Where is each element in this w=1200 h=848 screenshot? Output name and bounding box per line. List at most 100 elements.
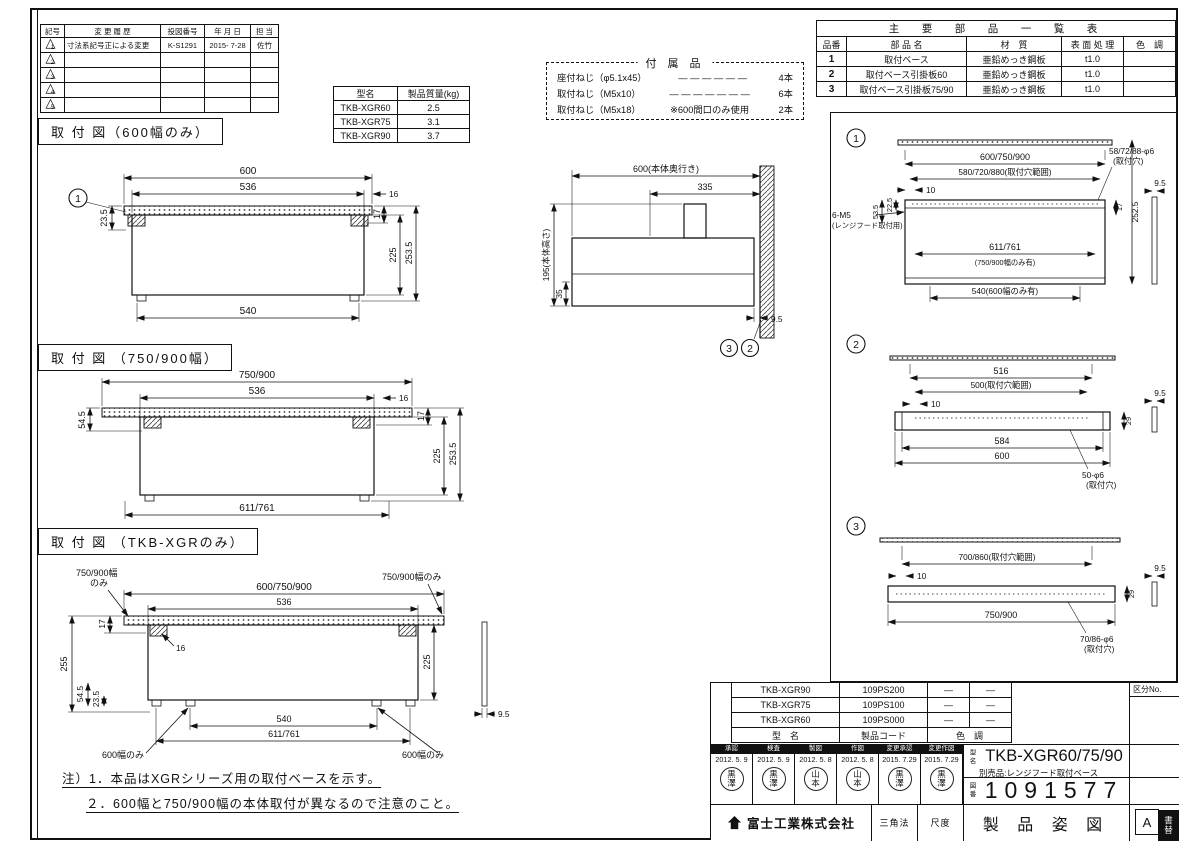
code-value: 109PS000 (839, 712, 928, 728)
approval-role: 検査 (753, 744, 794, 754)
seal-char: 山 (853, 769, 862, 779)
kubun-no-label: 区分No. (1129, 683, 1179, 697)
rev-col-desc: 変 更 履 歴 (64, 24, 161, 38)
accessory-item: 取付ねじ（M5x10）— — — — — — —6本 (557, 87, 793, 103)
part-name: 取付ベース引掛板60 (846, 66, 967, 82)
section-title-tkb-xgr: 取 付 図 （TKB-XGRのみ） (38, 528, 258, 555)
rev-col-date: 年 月 日 (204, 24, 251, 38)
dim-left-23-5: 23.5 (99, 209, 109, 227)
approval-date: 2012. 5. 8 (799, 755, 832, 764)
revision-by (250, 67, 279, 83)
revision-date (204, 52, 251, 68)
mass-model: TKB-XGR90 (333, 128, 398, 143)
seal-char: 本 (811, 778, 820, 788)
part-no: 2 (816, 66, 847, 82)
part-color (1123, 51, 1176, 67)
parts-table-title: 主 要 部 品 一 覧 表 (816, 20, 1176, 37)
revision-row: △1 寸法系記号正による変更 K-S1291 2015- 7-28 佐竹 (40, 36, 279, 53)
title-block-divider (711, 804, 1179, 805)
projection-label: 三角法 (871, 804, 917, 841)
revision-row: △5 (40, 96, 279, 113)
sideview-geometry (571, 165, 775, 339)
triangle-glyph: △ (45, 50, 56, 65)
code-value: 109PS200 (839, 682, 928, 698)
label-holes-2: (取付穴) (1113, 156, 1144, 166)
label-holes: 50-φ6 (1082, 470, 1104, 480)
revision-date (204, 67, 251, 83)
seal-char: 山 (811, 769, 820, 779)
company-row: 富士工業株式会社 三角法 尺度 (711, 804, 963, 841)
note-1: 注）1．本品はXGRシリーズ用の取付ベースを示す。 (62, 772, 382, 786)
company-name-text: 富士工業株式会社 (746, 817, 855, 831)
seal-char: 澤 (937, 778, 946, 788)
title-block-divider (1129, 744, 1130, 841)
dim-inner-width: 536 (249, 386, 266, 397)
revision-desc (64, 67, 161, 83)
dim-overall-width: 600 (240, 166, 257, 177)
balloon-3-2: 3 2 (719, 319, 762, 358)
dim-right-225: 225 (432, 448, 442, 463)
dim-611-761-note: (750/900幅のみ有) (975, 258, 1035, 267)
revision-triangle-icon: △2 (45, 50, 60, 66)
title-block-divider (963, 744, 964, 841)
dim-35: 35 (554, 289, 564, 299)
approval-date: 2012. 5. 8 (841, 755, 874, 764)
dim-inner-width: 536 (276, 597, 291, 607)
approval-seal: 山本 (845, 767, 870, 791)
part-finish: t1.0 (1061, 66, 1124, 82)
parts-col-no: 品番 (816, 36, 847, 52)
balloon-1: 1 (68, 188, 127, 213)
dim-bottom-611-761: 611/761 (239, 503, 275, 514)
drawing-number: 1091577 (984, 777, 1124, 803)
approval-date: 2015. 7.29 (882, 755, 917, 764)
approval-role: 変更作図 (921, 744, 962, 754)
part-material: 亜鉛めっき鋼板 (966, 51, 1062, 67)
dim-offset-16: 16 (399, 393, 409, 403)
seal-char: 澤 (727, 778, 736, 788)
company-name: 富士工業株式会社 (711, 804, 871, 841)
side-view: 600(本体奥行き) 335 195(本体高さ) 35 9.5 3 2 (541, 163, 783, 358)
part-finish: t1.0 (1061, 81, 1124, 97)
dim-left-255: 255 (59, 656, 69, 671)
accessory-qty: 6本 (778, 88, 793, 99)
mass-value: 3.7 (397, 128, 470, 143)
label-6-m5: 6-M5 (832, 210, 851, 220)
code-dash: — (927, 712, 970, 728)
dim-right-17: 17 (372, 209, 382, 219)
revision-mark: △2 (40, 50, 65, 68)
approval-date: 2012. 5. 9 (757, 755, 790, 764)
kubun-no-value (1129, 697, 1179, 744)
dim-bottom-54-5: 54.5 (75, 686, 85, 703)
note-750-900-right: 750/900幅のみ (382, 571, 442, 582)
drawing-no-label: 図番 (968, 782, 975, 799)
balloon-3-number: 3 (726, 343, 732, 355)
code-dash: — (969, 712, 1012, 728)
mass-col-model: 型名 (333, 86, 398, 101)
dim-bottom-23-5: 23.5 (91, 691, 101, 708)
dim-right-225: 225 (388, 247, 398, 262)
seal-char: 黒 (937, 769, 946, 779)
revision-no: K-S1291 (160, 37, 205, 53)
code-dash: — (969, 682, 1012, 698)
revision-desc (64, 97, 161, 113)
model-subtitle: 別売品:レンジフード取付ベース (979, 768, 1099, 778)
revision-triangle-icon: △1 (46, 36, 60, 51)
dim-overall-width: 750/900 (239, 370, 276, 381)
dim-bottom-611-761: 611/761 (268, 729, 300, 739)
mass-model: TKB-XGR75 (333, 114, 398, 129)
triangle-glyph: △ (45, 80, 56, 95)
dim-53-5: 53.5 (871, 205, 880, 219)
revision-mark: △5 (40, 96, 65, 113)
code-model: TKB-XGR60 (731, 712, 840, 728)
approval-seal: 黒澤 (761, 767, 786, 791)
dim-body-height: 195(本体高さ) (541, 228, 551, 281)
code-h-model: 型 名 (731, 727, 840, 743)
